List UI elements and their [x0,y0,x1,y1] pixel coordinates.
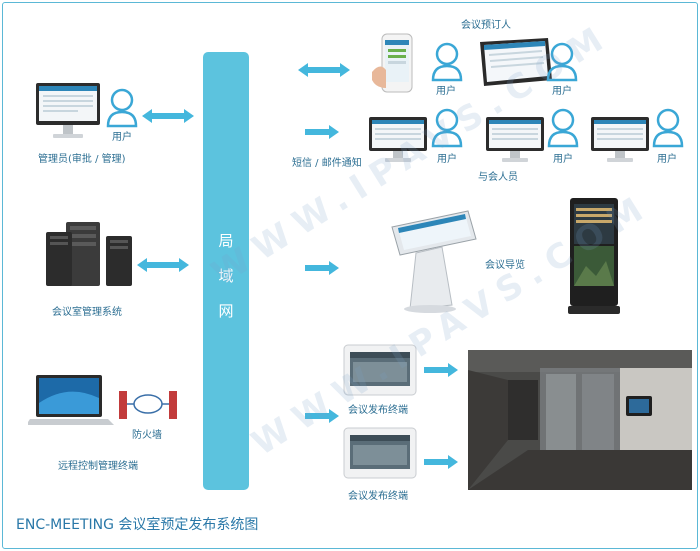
firewall-icon [117,387,179,423]
attendee-user-icon-2 [546,108,580,148]
meeting-room-photo [468,350,692,490]
booker-user-label-1: 用户 [436,82,456,97]
publish-room-arrow-icon-2 [424,454,458,470]
publish-terminal-icon-2 [343,427,417,479]
admin-label: 管理员(审批 / 管理) [38,150,126,165]
remote-label: 远程控制管理终端 [58,457,138,472]
booker-user-icon-1 [430,42,464,82]
publish-room-arrow-icon-1 [424,362,458,378]
guide-arrow-icon [305,260,339,276]
admin-user-label: 用户 [112,128,132,143]
attendee-user-label-3: 用户 [657,150,677,165]
server-icon [44,220,134,290]
laptop-icon [28,373,118,428]
attendee-user-icon-3 [651,108,685,148]
booker-lan-double-arrow-icon [298,62,350,78]
notify-label: 短信 / 邮件通知 [292,154,362,169]
firewall-label: 防火墙 [132,426,162,441]
attendee-monitor-icon-3 [590,116,650,164]
server-label: 会议室管理系统 [52,303,122,318]
phone-icon [372,32,424,96]
attendees-label: 与会人员 [478,168,518,183]
lan-char-3: 网 [203,300,249,321]
admin-user-icon [105,88,139,128]
notify-arrow-icon [305,124,339,140]
booker-label: 会议预订人 [461,16,511,31]
attendee-user-label-2: 用户 [553,150,573,165]
publish-label-2: 会议发布终端 [348,487,408,502]
diagram-title: ENC-MEETING 会议室预定发布系统图 [16,514,258,534]
server-lan-double-arrow-icon [137,257,189,273]
admin-monitor-icon [35,82,101,142]
admin-lan-double-arrow-icon [142,108,194,124]
